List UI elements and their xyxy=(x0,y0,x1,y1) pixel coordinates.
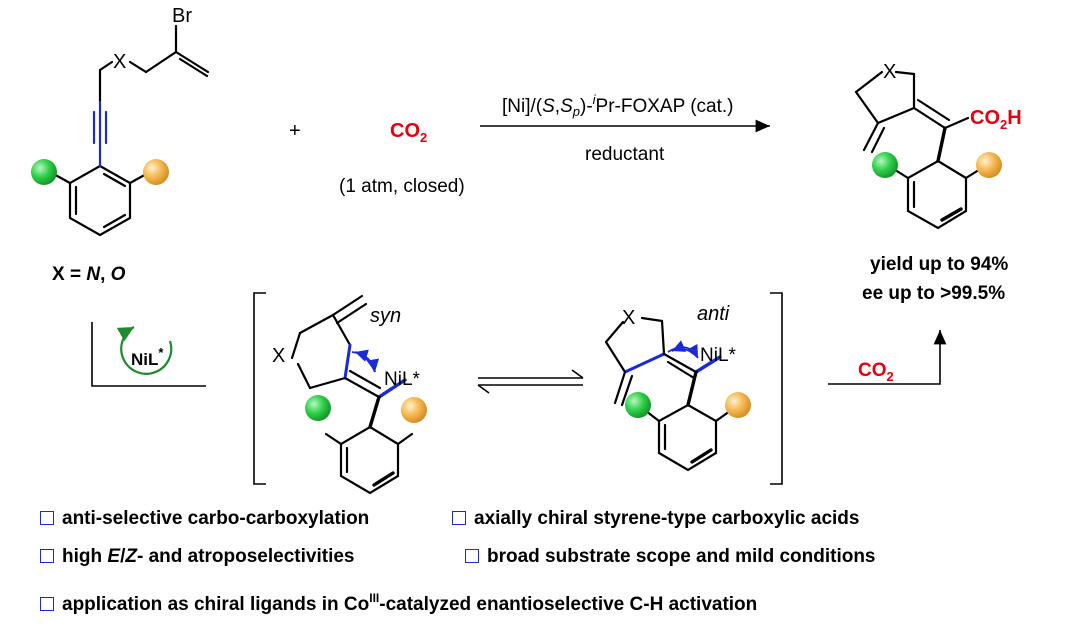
syn-intermediate xyxy=(290,294,414,495)
reaction-scheme: Br X X = N, O + CO2 (1 atm, closed) [Ni]… xyxy=(31,5,1022,495)
anti-x-label: X xyxy=(622,307,635,329)
green-sphere-substituent xyxy=(625,392,651,418)
anti-rotation-arrow-back xyxy=(671,340,698,358)
anti-label: anti xyxy=(697,303,730,325)
syn-x-label: X xyxy=(272,345,285,367)
left-bracket xyxy=(253,292,266,485)
cycle-nil-label: NiL* xyxy=(131,345,164,369)
orange-sphere-substituent xyxy=(143,159,169,185)
green-sphere-substituent xyxy=(872,152,898,178)
plus-sign: + xyxy=(289,120,301,142)
highlight-item: high E/Z- and atroposelectivities xyxy=(40,546,354,568)
co2-reagent: CO2 xyxy=(390,120,427,145)
highlight-item: anti-selective carbo-carboxylation xyxy=(40,508,369,530)
product-structure xyxy=(854,70,984,230)
ee-result: ee up to >99.5% xyxy=(862,283,1005,304)
syn-label: syn xyxy=(370,305,401,327)
syn-rotation-arrow xyxy=(351,351,380,373)
cyclization-step-line xyxy=(91,322,206,387)
highlight-item: broad substrate scope and mild condition… xyxy=(465,546,876,568)
anti-nil-label: NiL* xyxy=(700,345,737,366)
substrate-x-label: X xyxy=(113,51,126,73)
orange-sphere-substituent xyxy=(976,152,1002,178)
orange-sphere-substituent xyxy=(725,392,751,418)
checkbox-square-icon xyxy=(40,549,54,563)
substrate-structure xyxy=(48,24,210,237)
co2-step-label: CO2 xyxy=(858,360,894,384)
checkbox-square-icon xyxy=(40,511,54,525)
highlight-item: axially chiral styrene-type carboxylic a… xyxy=(452,508,859,530)
yield-result: yield up to 94% xyxy=(870,254,1008,275)
syn-nil-label: NiL* xyxy=(384,369,421,390)
catalyst-label: [Ni]/(S,Sp)-iPr-FOXAP (cat.) xyxy=(502,92,734,119)
substrate-x-definition: X = N, O xyxy=(52,264,126,285)
right-bracket xyxy=(770,292,783,485)
green-sphere-substituent xyxy=(31,159,57,185)
highlight-item: application as chiral ligands in CoIII-c… xyxy=(40,592,757,616)
carboxylation-arrow xyxy=(828,330,947,385)
green-sphere-substituent xyxy=(305,395,331,421)
reductant-label: reductant xyxy=(585,144,665,165)
substrate-br-label: Br xyxy=(172,5,192,27)
anti-intermediate xyxy=(604,316,732,472)
checkbox-square-icon xyxy=(452,511,466,525)
nickel-catalytic-cycle: NiL* xyxy=(116,326,173,375)
orange-sphere-substituent xyxy=(401,397,427,423)
product-x-label: X xyxy=(883,61,896,83)
syn-rotation-arrow-back xyxy=(354,349,376,373)
checkbox-square-icon xyxy=(40,597,54,611)
carboxylic-acid-label: CO2H xyxy=(970,107,1022,132)
reagent-conditions: (1 atm, closed) xyxy=(339,176,465,197)
checkbox-square-icon xyxy=(465,549,479,563)
